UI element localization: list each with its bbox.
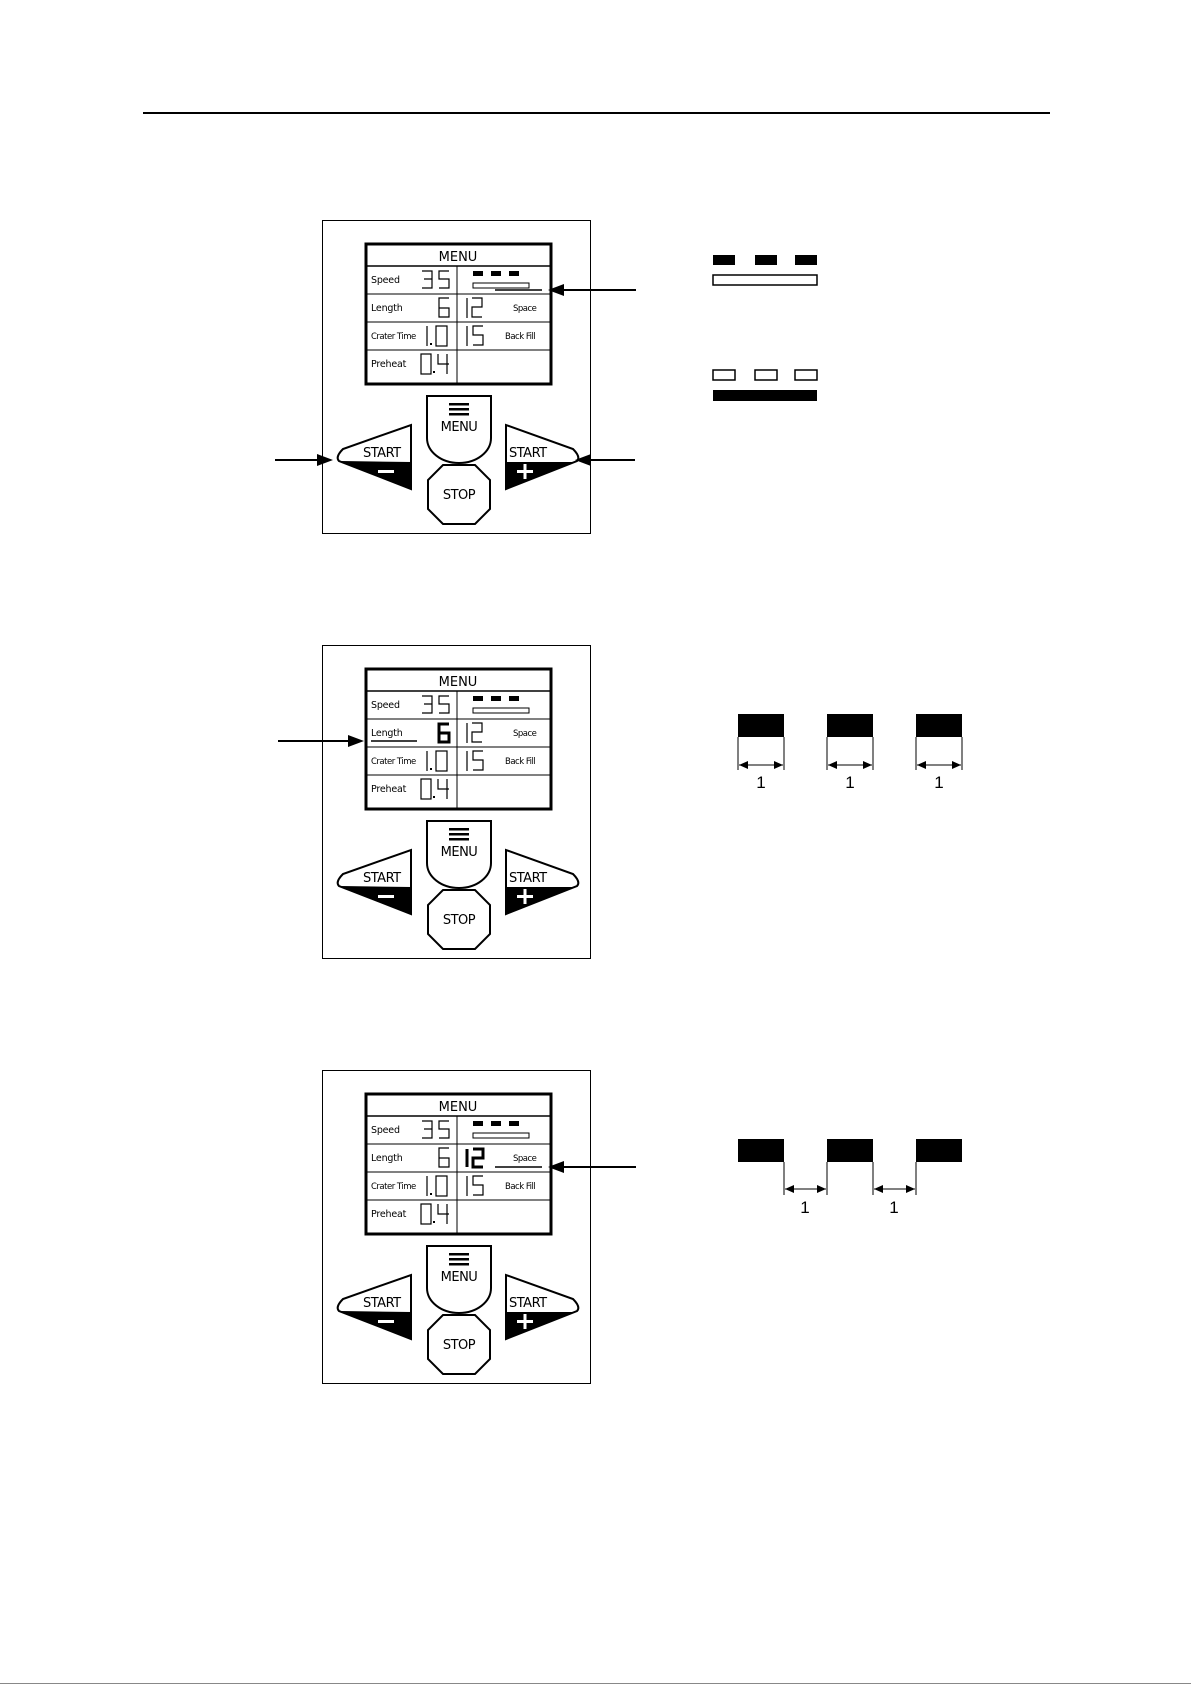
stop-button-label: STOP xyxy=(443,913,476,928)
panel-drawing: MENU Speed Length Crater Time Preheat xyxy=(323,646,592,960)
length-dimension-diagram: 1 1 1 xyxy=(730,710,990,795)
start-minus-label: START xyxy=(363,446,401,461)
crater-time-label: Crater Time xyxy=(371,757,416,767)
length-label: Length xyxy=(371,728,403,739)
crater-time-label: Crater Time xyxy=(371,1182,416,1192)
menu-button-label: MENU xyxy=(441,1270,478,1285)
start-plus-button[interactable]: START xyxy=(506,1275,578,1339)
length-dim-label-3: 1 xyxy=(934,773,943,792)
stop-button[interactable]: STOP xyxy=(428,1315,490,1374)
start-minus-button[interactable]: START xyxy=(338,1275,411,1339)
start-plus-button[interactable]: START xyxy=(506,425,578,489)
space-dimension-diagram: 1 1 xyxy=(730,1135,990,1220)
space-label: Space xyxy=(513,1154,537,1164)
crater-time-label: Crater Time xyxy=(371,332,416,342)
lcd-menu-title: MENU xyxy=(439,1100,478,1115)
panel-drawing: MENU Speed Length Crater Time Preheat xyxy=(323,1071,592,1385)
length-label: Length xyxy=(371,303,403,314)
space-dim-label-1: 1 xyxy=(800,1198,809,1217)
arrow-to-pattern-bar xyxy=(548,280,638,300)
space-weld-3 xyxy=(916,1139,962,1162)
backfill-label: Back Fill xyxy=(505,1182,535,1192)
preheat-label: Preheat xyxy=(371,1209,407,1220)
pattern-legend xyxy=(700,245,840,405)
start-plus-label: START xyxy=(509,1296,547,1311)
space-weld-2 xyxy=(827,1139,873,1162)
space-dim-label-2: 1 xyxy=(889,1198,898,1217)
arrow-to-space xyxy=(548,1157,638,1177)
length-dim-label-2: 1 xyxy=(845,773,854,792)
menu-button[interactable]: MENU xyxy=(427,1246,491,1313)
start-plus-label: START xyxy=(509,446,547,461)
speed-label: Speed xyxy=(371,275,400,286)
space-gap-1: 1 xyxy=(784,1162,827,1217)
footer-rule xyxy=(0,1683,1191,1684)
speed-label: Speed xyxy=(371,1125,400,1136)
preheat-label: Preheat xyxy=(371,784,407,795)
stop-button-label: STOP xyxy=(443,488,476,503)
length-segment-3: 1 xyxy=(916,714,962,792)
menu-button-label: MENU xyxy=(441,845,478,860)
start-plus-button[interactable]: START xyxy=(506,850,578,914)
arrow-to-length xyxy=(278,731,368,751)
arrow-to-start-minus xyxy=(275,450,335,470)
length-label: Length xyxy=(371,1153,403,1164)
space-label: Space xyxy=(513,304,537,314)
header-rule xyxy=(143,112,1050,114)
stop-button[interactable]: STOP xyxy=(428,465,490,524)
control-panel-1: MENU Speed Length Crater Time Preheat xyxy=(322,220,591,534)
preheat-label: Preheat xyxy=(371,359,407,370)
start-plus-label: START xyxy=(509,871,547,886)
start-minus-button[interactable]: START xyxy=(338,425,411,489)
menu-button[interactable]: MENU xyxy=(427,821,491,888)
backfill-label: Back Fill xyxy=(505,332,535,342)
start-minus-button[interactable]: START xyxy=(338,850,411,914)
space-label: Space xyxy=(513,729,537,739)
start-minus-label: START xyxy=(363,871,401,886)
control-panel-3: MENU Speed Length Crater Time Preheat xyxy=(322,1070,591,1384)
panel-drawing: MENU Speed Length Crater Time Preheat xyxy=(323,221,592,535)
lcd-menu-title: MENU xyxy=(439,250,478,265)
length-segment-1: 1 xyxy=(738,714,784,792)
menu-button-label: MENU xyxy=(441,420,478,435)
menu-button[interactable]: MENU xyxy=(427,396,491,463)
backfill-label: Back Fill xyxy=(505,757,535,767)
stop-button-label: STOP xyxy=(443,1338,476,1353)
start-minus-label: START xyxy=(363,1296,401,1311)
length-dim-label-1: 1 xyxy=(756,773,765,792)
control-panel-2: MENU Speed Length Crater Time Preheat xyxy=(322,645,591,959)
speed-label: Speed xyxy=(371,700,400,711)
arrow-to-start-plus xyxy=(575,450,635,470)
space-weld-1 xyxy=(738,1139,784,1162)
space-gap-2: 1 xyxy=(873,1162,916,1217)
length-segment-2: 1 xyxy=(827,714,873,792)
stop-button[interactable]: STOP xyxy=(428,890,490,949)
lcd-menu-title: MENU xyxy=(439,675,478,690)
